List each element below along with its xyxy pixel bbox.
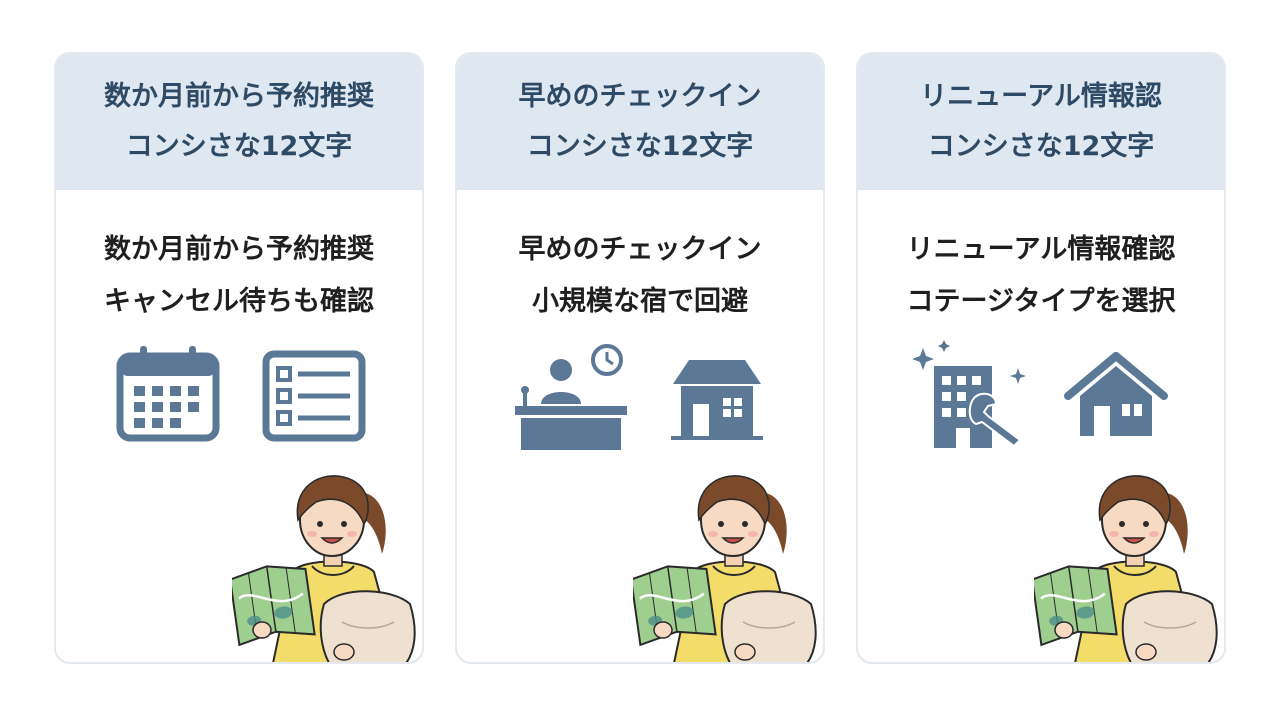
card-body: リニューアル情報確認 コテージタイプを選択 [858, 190, 1224, 328]
card-early-checkin: 早めのチェックイン コンシさな12文字 早めのチェックイン 小規模な宿で回避 [455, 52, 825, 664]
card-body-line-2: 小規模な宿で回避 [532, 286, 748, 317]
card-header-line-2: コンシさな12文字 [927, 131, 1155, 162]
card-header-line-2: コンシさな12文字 [125, 131, 353, 162]
card-body-line-1: 数か月前から予約推奨 [104, 234, 374, 265]
renovated-building-icon [912, 340, 1026, 448]
small-house-icon [671, 360, 763, 440]
card-header-line-1: 数か月前から予約推奨 [104, 81, 374, 112]
cottage-icon [1064, 352, 1168, 436]
checklist-icon [262, 350, 366, 442]
card-body-line-2: キャンセル待ちも確認 [104, 286, 374, 317]
card-body: 数か月前から予約推奨 キャンセル待ちも確認 [56, 190, 422, 328]
card-header-line-1: リニューアル情報認 [920, 81, 1162, 112]
card-icons [457, 344, 823, 454]
card-body-line-2: コテージタイプを選択 [906, 286, 1176, 317]
card-header: リニューアル情報認 コンシさな12文字 [858, 54, 1224, 190]
reception-desk-clock-icon [515, 344, 627, 450]
traveler-girl-illustration [232, 474, 416, 662]
card-renewal-info: リニューアル情報認 コンシさな12文字 リニューアル情報確認 コテージタイプを選… [856, 52, 1226, 664]
calendar-icon [116, 346, 220, 442]
card-icons [56, 344, 422, 454]
card-header: 早めのチェックイン コンシさな12文字 [457, 54, 823, 190]
traveler-girl-illustration [1034, 474, 1218, 662]
card-header-line-1: 早めのチェックイン [518, 81, 762, 112]
card-body: 早めのチェックイン 小規模な宿で回避 [457, 190, 823, 328]
card-body-line-1: リニューアル情報確認 [906, 234, 1176, 265]
card-body-line-1: 早めのチェックイン [518, 234, 762, 265]
card-header: 数か月前から予約推奨 コンシさな12文字 [56, 54, 422, 190]
card-advance-booking: 数か月前から予約推奨 コンシさな12文字 数か月前から予約推奨 キャンセル待ちも… [54, 52, 424, 664]
card-header-line-2: コンシさな12文字 [526, 131, 754, 162]
card-icons [858, 340, 1224, 454]
traveler-girl-illustration [633, 474, 817, 662]
